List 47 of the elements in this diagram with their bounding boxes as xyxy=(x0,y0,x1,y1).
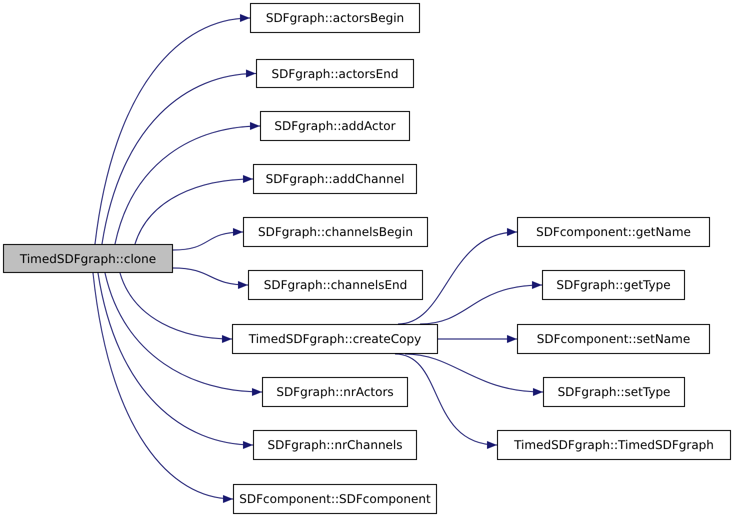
function-name: SDFgraph::addChannel xyxy=(266,172,404,186)
function-box xyxy=(542,270,685,300)
arrow xyxy=(114,122,260,244)
arrow xyxy=(102,70,256,244)
arrow xyxy=(172,268,248,289)
function-box xyxy=(262,377,408,407)
function-box xyxy=(543,377,685,407)
function-name: SDFcomponent::SDFcomponent xyxy=(239,492,431,506)
arrow xyxy=(98,272,254,448)
function-name: TimedSDFgraph::clone xyxy=(20,252,156,266)
arrow xyxy=(398,229,518,324)
function-box xyxy=(497,430,731,460)
arrow xyxy=(134,175,254,244)
function-box xyxy=(260,111,410,141)
function-box xyxy=(256,59,414,88)
function-box xyxy=(243,217,428,247)
arrow xyxy=(394,354,498,448)
function-name: SDFgraph::actorsBegin xyxy=(266,11,404,25)
function-name: SDFcomponent::setName xyxy=(536,332,690,346)
function-box xyxy=(3,244,173,273)
function-name: SDFgraph::actorsEnd xyxy=(272,66,398,80)
arrow xyxy=(420,281,542,324)
function-box xyxy=(248,270,423,300)
function-box xyxy=(253,430,417,460)
arrow xyxy=(94,14,250,244)
arrow xyxy=(120,272,232,343)
function-name: SDFgraph::nrActors xyxy=(276,385,394,399)
function-box xyxy=(232,324,438,354)
function-name: SDFcomponent::getName xyxy=(536,225,691,239)
function-box xyxy=(250,3,420,33)
function-name: SDFgraph::addActor xyxy=(274,119,396,133)
function-name: TimedSDFgraph::TimedSDFgraph xyxy=(514,438,714,452)
arrow xyxy=(172,228,244,250)
function-box xyxy=(253,164,417,194)
arrow xyxy=(104,272,262,396)
arrow xyxy=(92,272,234,502)
function-name: SDFgraph::nrChannels xyxy=(267,438,403,452)
arrow xyxy=(404,354,544,396)
function-name: TimedSDFgraph::createCopy xyxy=(248,332,422,346)
function-name: SDFgraph::getType xyxy=(556,278,671,292)
function-name: SDFgraph::setType xyxy=(558,385,670,399)
function-box xyxy=(233,484,437,514)
arrow xyxy=(438,335,518,343)
function-name: SDFgraph::channelsBegin xyxy=(258,225,413,239)
function-name: SDFgraph::channelsEnd xyxy=(264,278,408,292)
function-box xyxy=(517,217,710,247)
function-box xyxy=(517,324,710,354)
